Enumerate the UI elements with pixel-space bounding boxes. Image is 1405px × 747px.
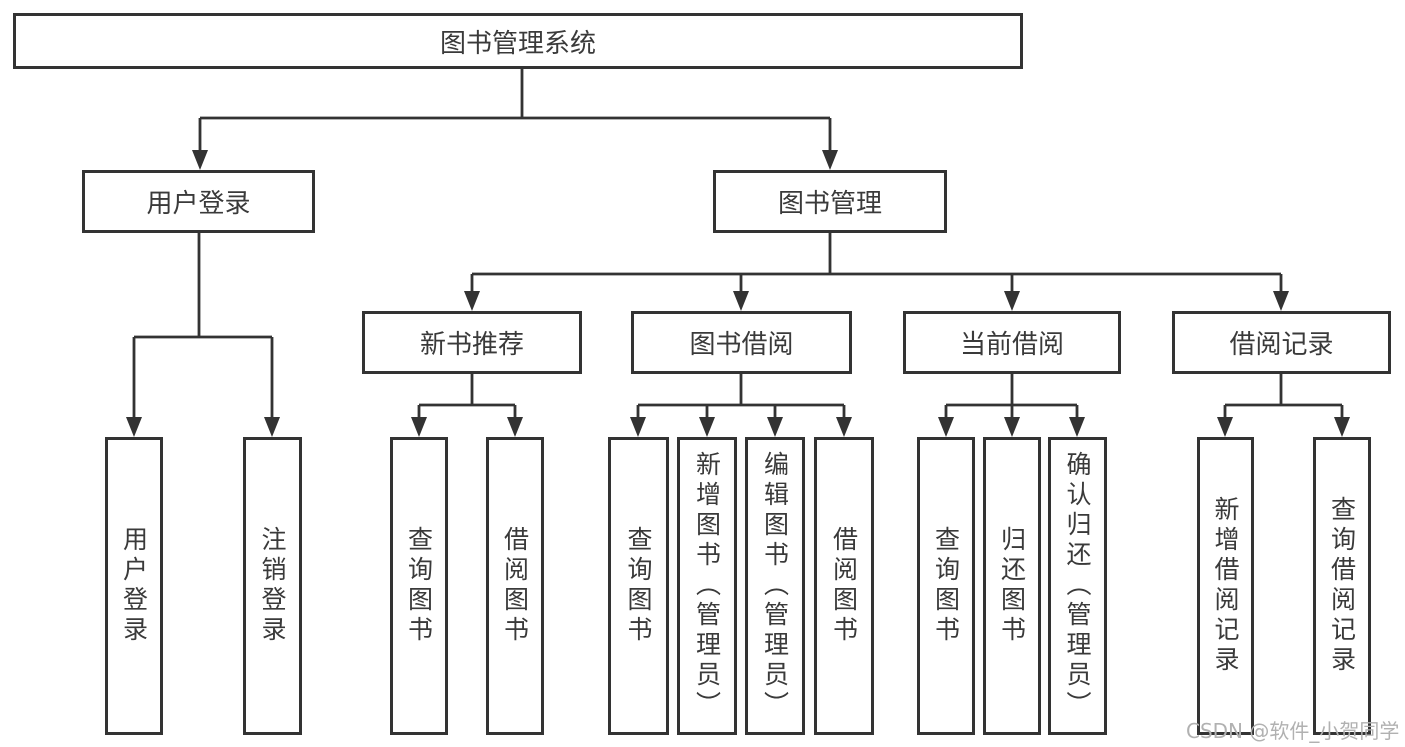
arrow-icon <box>630 417 646 437</box>
arrow-icon <box>836 417 852 437</box>
arrow-icon <box>126 417 142 437</box>
arrow-icon <box>1273 291 1289 311</box>
leaf-cb-return-book: 归还图书 <box>983 437 1041 735</box>
arrowheads <box>126 150 1350 437</box>
leaf-br-query-record: 查询借阅记录 <box>1313 437 1371 735</box>
leaf-logout: 注销登录 <box>243 437 302 735</box>
arrow-icon <box>699 417 715 437</box>
arrow-icon <box>192 150 208 170</box>
leaf-bb-add-book-label: 新增图书（管理员） <box>692 451 722 721</box>
leaf-nb-query-book-label: 查询图书 <box>404 526 434 646</box>
node-root: 图书管理系统 <box>13 13 1023 69</box>
leaf-nb-query-book: 查询图书 <box>390 437 448 735</box>
arrow-icon <box>733 291 749 311</box>
arrow-icon <box>1004 291 1020 311</box>
leaf-cb-query-book-label: 查询图书 <box>931 526 961 646</box>
leaf-bb-edit-book: 编辑图书（管理员） <box>745 437 805 735</box>
node-book-borrow: 图书借阅 <box>631 311 852 374</box>
node-book-borrow-label: 图书借阅 <box>689 330 794 360</box>
arrow-icon <box>264 417 280 437</box>
node-new-book-recommend-label: 新书推荐 <box>419 330 524 360</box>
arrow-icon <box>411 417 427 437</box>
leaf-br-add-record-label: 新增借阅记录 <box>1211 496 1240 676</box>
leaf-nb-borrow-book-label: 借阅图书 <box>500 526 530 646</box>
arrow-icon <box>822 150 838 170</box>
node-borrow-record-label: 借阅记录 <box>1229 330 1334 360</box>
arrow-icon <box>464 291 480 311</box>
leaf-bb-borrow-book-label: 借阅图书 <box>829 526 859 646</box>
leaf-cb-confirm-return-label: 确认归还（管理员） <box>1063 451 1092 721</box>
arrow-icon <box>507 417 523 437</box>
arrow-icon <box>1069 417 1085 437</box>
arrow-icon <box>1217 417 1233 437</box>
csdn-watermark: CSDN @软件_小贺同学 <box>1186 719 1400 743</box>
leaf-bb-edit-book-label: 编辑图书（管理员） <box>760 451 790 721</box>
leaf-user-login: 用户登录 <box>105 437 163 735</box>
node-book-management-label: 图书管理 <box>777 189 882 219</box>
leaf-logout-label: 注销登录 <box>258 526 287 646</box>
leaf-cb-query-book: 查询图书 <box>917 437 975 735</box>
connector-path <box>132 69 1344 419</box>
leaf-br-query-record-label: 查询借阅记录 <box>1327 496 1357 676</box>
node-current-borrow-label: 当前借阅 <box>959 330 1064 360</box>
node-current-borrow: 当前借阅 <box>903 311 1121 374</box>
node-user-login-label: 用户登录 <box>146 189 251 219</box>
leaf-cb-confirm-return: 确认归还（管理员） <box>1048 437 1107 735</box>
arrow-icon <box>1004 417 1020 437</box>
leaf-cb-return-book-label: 归还图书 <box>997 526 1027 646</box>
node-new-book-recommend: 新书推荐 <box>362 311 582 374</box>
leaf-bb-borrow-book: 借阅图书 <box>814 437 874 735</box>
leaf-br-add-record: 新增借阅记录 <box>1197 437 1254 735</box>
leaf-user-login-label: 用户登录 <box>119 526 149 646</box>
arrow-icon <box>938 417 954 437</box>
leaf-bb-query-book-label: 查询图书 <box>624 526 653 646</box>
leaf-bb-query-book: 查询图书 <box>608 437 669 735</box>
arrow-icon <box>1334 417 1350 437</box>
node-book-management: 图书管理 <box>713 170 947 233</box>
node-borrow-record: 借阅记录 <box>1172 311 1391 374</box>
node-user-login: 用户登录 <box>82 170 315 233</box>
leaf-bb-add-book: 新增图书（管理员） <box>677 437 737 735</box>
arrow-icon <box>767 417 783 437</box>
leaf-nb-borrow-book: 借阅图书 <box>486 437 544 735</box>
node-root-label: 图书管理系统 <box>439 28 596 59</box>
